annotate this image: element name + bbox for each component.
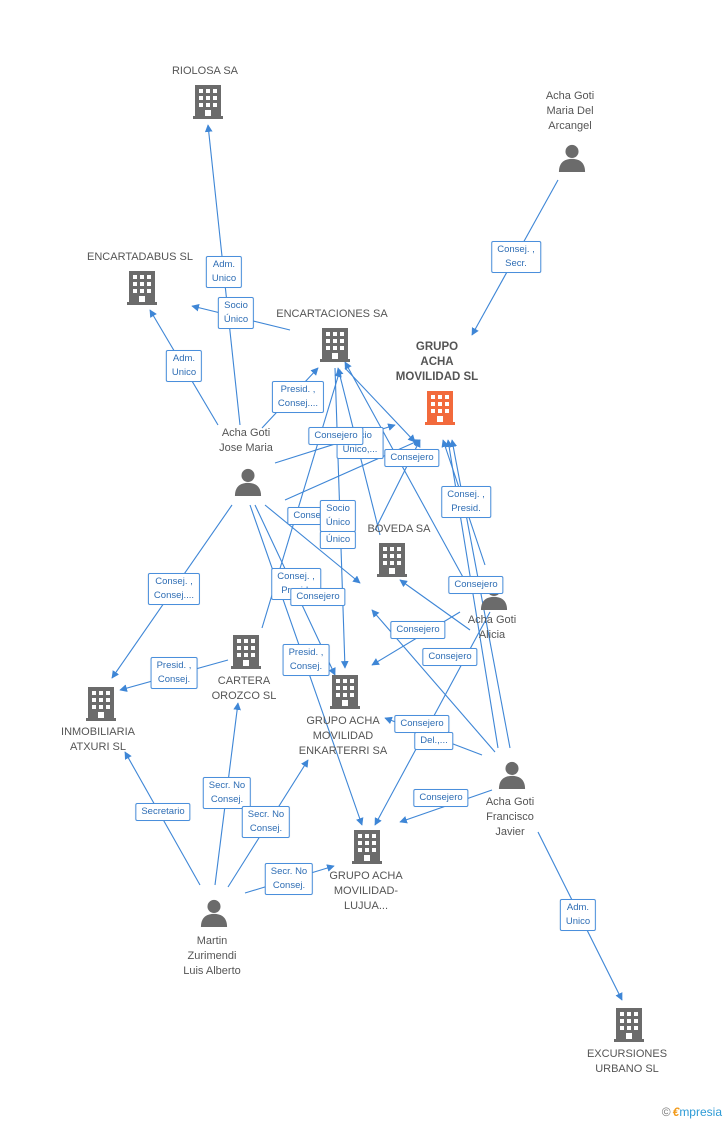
edge-label-l25: Secr. No Consej.: [241, 806, 291, 838]
edge-jose-boveda: [264, 504, 361, 584]
building-icon-excursiones[interactable]: [614, 1008, 644, 1042]
edge-encartaciones-grupo: [344, 367, 416, 443]
edge-label-l24: Secr. No Consej.: [202, 777, 252, 809]
edge-label-l3: Socio Único: [217, 297, 255, 329]
building-icon-enkarterri[interactable]: [330, 675, 360, 709]
building-icon-inmobiliaria[interactable]: [86, 687, 116, 721]
node-label-martin[interactable]: Martin Zurimendi Luis Alberto: [183, 935, 241, 977]
copyright: ©€mpresia: [662, 1105, 722, 1119]
edge-label-l5: Presid. , Consej....: [271, 381, 325, 413]
edge-label-l22: Consejero: [394, 715, 450, 733]
node-label-acha_jose[interactable]: Acha Goti Jose Maria: [219, 427, 273, 454]
person-icon-acha_jose[interactable]: [234, 468, 262, 496]
edge-alicia-encartaciones: [344, 361, 471, 591]
building-icon-encartadabus[interactable]: [127, 271, 157, 305]
node-label-enkarterri[interactable]: GRUPO ACHA MOVILIDAD ENKARTERRI SA: [298, 715, 388, 757]
node-label-acha_maria[interactable]: Acha Goti Maria Del Arcangel: [545, 90, 595, 132]
edge-label-l11: Socio Único: [319, 500, 357, 532]
edge-label-l8: Consejero: [384, 449, 440, 467]
brand-e: €: [672, 1105, 680, 1119]
building-icon-grupo_acha[interactable]: [425, 391, 455, 425]
node-label-cartera[interactable]: CARTERA OROZCO SL: [211, 675, 277, 702]
edge-label-l18: Presid. , Consej.: [150, 657, 198, 689]
person-icon-acha_maria[interactable]: [558, 144, 586, 172]
person-icon-martin[interactable]: [200, 899, 228, 927]
edge-label-l12: Único: [319, 531, 357, 549]
node-label-boveda[interactable]: BOVEDA SA: [367, 523, 431, 535]
edge-label-l1: Adm. Unico: [205, 256, 243, 288]
edge-label-l20: Consejero: [422, 648, 478, 666]
building-icon-lujua[interactable]: [352, 830, 382, 864]
node-label-inmobiliaria[interactable]: INMOBILIARIA ATXURI SL: [61, 726, 135, 753]
brand-name: mpresia: [679, 1105, 722, 1119]
edge-label-l27: Adm. Unico: [559, 899, 597, 931]
person-icon-acha_francisco[interactable]: [498, 761, 526, 789]
node-label-encartaciones[interactable]: ENCARTACIONES SA: [276, 308, 388, 320]
edge-label-l23: Secretario: [135, 803, 191, 821]
edge-label-l16: Consejero: [448, 576, 504, 594]
node-label-lujua[interactable]: GRUPO ACHA MOVILIDAD- LUJUA...: [329, 870, 403, 912]
node-label-encartadabus[interactable]: ENCARTADABUS SL: [87, 251, 193, 263]
edge-label-l21: Del.,...: [414, 732, 454, 750]
edge-label-l9: Consej. , Presid.: [441, 486, 491, 518]
edge-label-l26: Secr. No Consej.: [264, 863, 314, 895]
node-label-riolosa[interactable]: RIOLOSA SA: [171, 65, 239, 77]
node-label-acha_alicia[interactable]: Acha Goti Alicia: [467, 614, 517, 641]
edge-label-l2: Consej. , Secr.: [491, 241, 541, 273]
edge-label-l15: Consejero: [290, 588, 346, 606]
edge-label-l19: Presid. , Consej.: [282, 644, 330, 676]
edge-label-l13: Consej. , Consej....: [147, 573, 201, 605]
node-label-excursiones[interactable]: EXCURSIONES URBANO SL: [586, 1048, 668, 1075]
node-label-acha_francisco[interactable]: Acha Goti Francisco Javier: [485, 796, 535, 838]
edge-label-l28: Consejero: [413, 789, 469, 807]
copyright-symbol: ©: [661, 1105, 671, 1119]
edge-label-l4: Adm. Unico: [165, 350, 203, 382]
building-icon-riolosa[interactable]: [193, 85, 223, 119]
edge-label-l7: Consejero: [308, 427, 364, 445]
edge-alicia-boveda: [399, 579, 471, 631]
building-icon-encartaciones[interactable]: [320, 328, 350, 362]
edge-label-l17: Consejero: [390, 621, 446, 639]
node-label-grupo_acha[interactable]: GRUPO ACHA MOVILIDAD SL: [395, 341, 479, 383]
building-icon-cartera[interactable]: [231, 635, 261, 669]
building-icon-boveda[interactable]: [377, 543, 407, 577]
